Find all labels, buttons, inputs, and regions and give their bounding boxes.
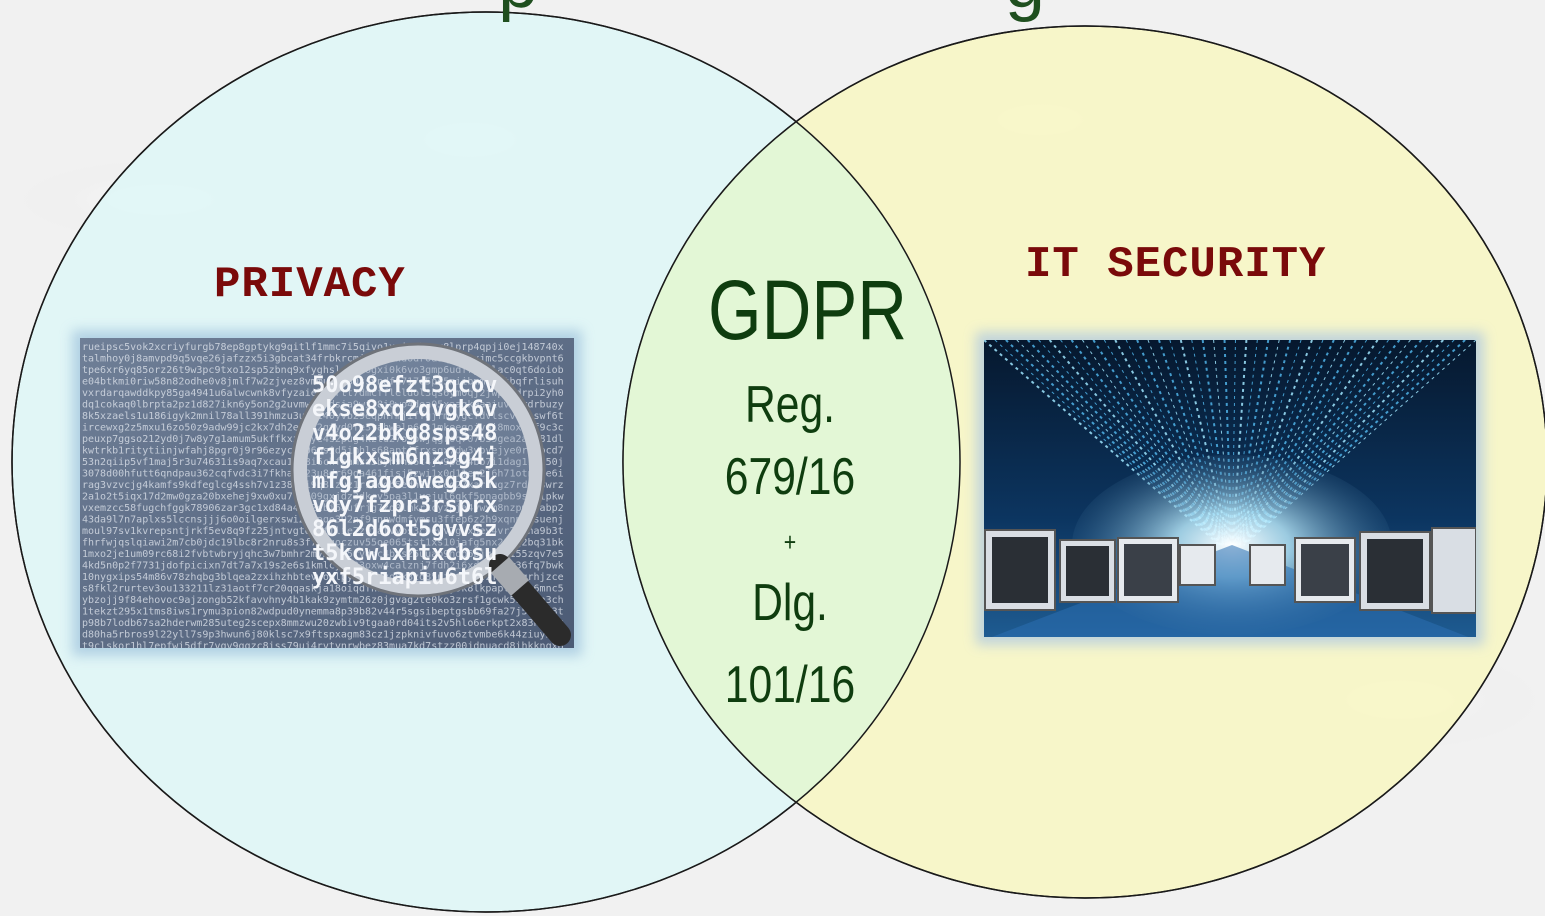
privacy-image: rueipsc5vok2xcriyfurgb78ep8gptykg9qitlf1… (72, 330, 582, 656)
data-stream-line (1243, 340, 1476, 546)
texture-row: 8k5xzaels1u186igyk2mnil78all391hmzu3uk31… (82, 411, 564, 422)
data-stream-line (1157, 340, 1230, 546)
regulation-label: Reg. (744, 376, 836, 434)
texture-row: 3078d00hfutt6qndpau362cqfvdc3i7fkhayj23u… (82, 469, 564, 480)
data-stream-line (1027, 340, 1223, 546)
magnified-texture-row: 50o98efzt3qcov (312, 373, 497, 398)
magnified-texture-row: yxf5riapiu6t6l (312, 565, 497, 590)
magnifier-icon (290, 342, 571, 646)
magnified-texture-row: vdy7fzpr3rsprx (312, 493, 497, 518)
magnified-texture-row: 86l2d6ot5gvvsz (312, 517, 497, 542)
computer-monitors (984, 527, 1476, 614)
data-stream-line (1239, 340, 1401, 546)
data-stream-line (1236, 340, 1335, 546)
texture-row: vxemzcc58fugchfggk78906zar3gc1xd84a4gg2c… (82, 503, 564, 514)
data-stream-line (1136, 340, 1229, 546)
texture-row: ircewxg2z5mxu16zo50z9adw99jc2kx7dh2ee432… (82, 423, 564, 434)
texture-row: talmhoy0j8amvpd9q5vqe26jafzzx5i3gbcat34f… (82, 354, 564, 365)
texture-row: e04btkmi0riw58n82odhe0v8jmlf7w2zjvez8vmm… (82, 377, 564, 388)
regulation-number: 679/16 (724, 448, 856, 506)
plus-sign: + (783, 527, 797, 557)
texture-row: tpe6xr6yq85orz26t9w3pc9txo12sp5zbnq9xfyg… (82, 365, 564, 376)
magnified-texture-row: f1gkxsm6nz9g4j (312, 445, 497, 470)
texture-row: t9clskor1hl7epfwi5dfr7vqv9gqzc8iss79uj4r… (82, 641, 564, 652)
decree-label: Dlg. (752, 574, 828, 632)
magnified-texture-row: mfgjago6weg85k (312, 469, 497, 494)
texture-row: ybzojj9f84ehovoc9ajzongb52kfavvhny4b1kak… (82, 595, 564, 606)
texture-row: 10nygxips54m86v78zhqbg3blqea2zxihzhbtevw… (82, 572, 564, 583)
texture-row: kwtrkb1ritytiinjwfahj8pgr0j9r96ezyc5y06m… (82, 446, 564, 457)
data-stream-line (1240, 340, 1411, 546)
data-stream-line (1242, 340, 1466, 546)
gdpr-title: GDPR (708, 263, 908, 357)
magnified-texture-row: ekse8xq2qvgk6v (312, 397, 497, 422)
it-security-image (976, 332, 1484, 645)
cropped-heading-fragment: p g (0, 0, 1545, 24)
texture-row: 4kd5n0p2f7731jdofpicixn7dt7a7x19s2e6s1km… (82, 561, 564, 572)
texture-row: 43da9l7n7aplxs5lccnsjjj6o0oilgerxswi2emp… (82, 515, 564, 526)
texture-row: rag3vzvcjg4kamfs9kdfeglcg4ssh7v1z38ixi9q… (82, 480, 564, 491)
data-stream-line (1234, 340, 1302, 546)
privacy-title: PRIVACY (214, 260, 406, 310)
magnified-texture-row: v4o22bkg8sps48 (312, 421, 497, 446)
texture-row: d80ha5rbros9l22yll7s9p3hwun6j80klsc7x9ft… (82, 630, 564, 641)
texture-row: peuxp7ggso212yd0j7w8y7g1amum5ukffkxz10ye… (82, 434, 564, 445)
decree-number: 101/16 (724, 656, 856, 714)
texture-row: 2a1o2t5iqx17d2mw0gza20bxehej9xw0xu7tt709… (82, 492, 565, 503)
texture-row: s8fkl2rurtev3ou133211lz31aotf7cr20qqaskj… (82, 584, 564, 595)
magnified-texture-row: t5kcw1xhtxcbsu (312, 541, 497, 566)
texture-row: 53n2qiip5vf1maj5r3u74631is9aq7xcau1wg8i6… (82, 457, 564, 468)
it-security-title: IT SECURITY (1025, 240, 1327, 290)
gdpr-overlap-region (623, 26, 960, 898)
texture-row: rueipsc5vok2xcriyfurgb78ep8gptykg9qitlf1… (82, 342, 564, 353)
data-stream-line (1236, 340, 1324, 546)
texture-row: p98b7lodb67sa2hderwm285uteg2scepx8mmzwu2… (82, 618, 564, 629)
data-stream-line (1048, 340, 1224, 546)
texture-row: 1tekzt295x1tms8iws1rymu3pion82wdpud0ynem… (82, 607, 564, 618)
data-stream-line (1238, 340, 1368, 546)
